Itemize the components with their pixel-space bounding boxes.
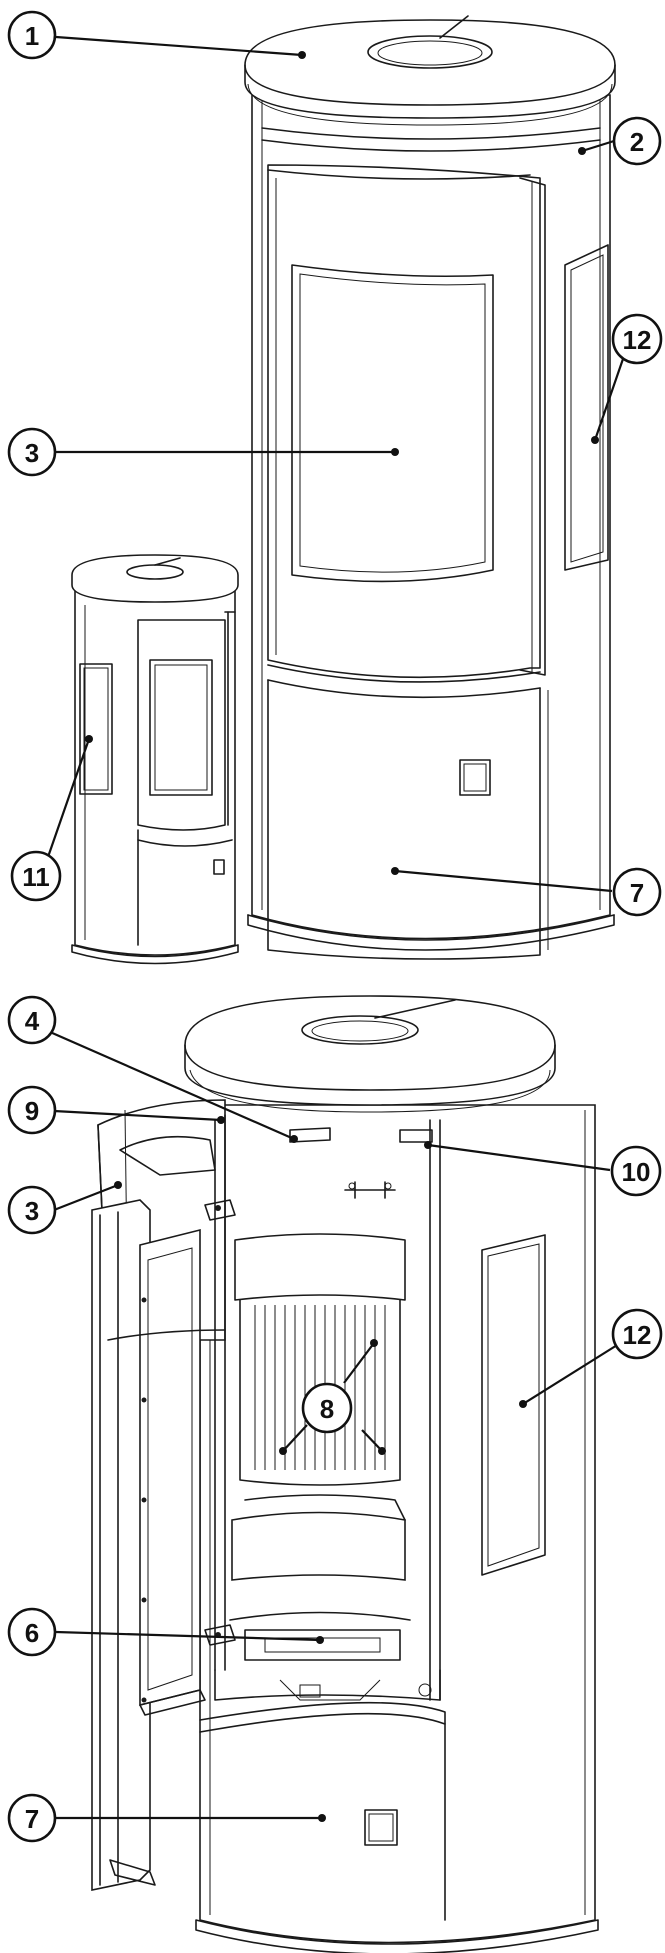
callout-7-top: 7	[612, 867, 662, 917]
stove-open-large	[91, 995, 599, 1953]
callout-9: 9	[7, 1085, 57, 1135]
callout-12-top: 12	[611, 313, 663, 365]
callouts: 1 2 12 3 11 7 4 9	[7, 10, 663, 1843]
callout-1: 1	[7, 10, 57, 60]
svg-text:8: 8	[320, 1394, 334, 1424]
svg-text:12: 12	[623, 1320, 652, 1350]
svg-text:3: 3	[25, 438, 39, 468]
callout-8: 8	[301, 1382, 353, 1434]
svg-text:10: 10	[622, 1157, 651, 1187]
svg-text:1: 1	[25, 21, 39, 51]
svg-text:9: 9	[25, 1096, 39, 1126]
stove-closed-large	[244, 15, 616, 960]
callout-11: 11	[10, 850, 62, 902]
svg-text:7: 7	[25, 1804, 39, 1834]
callout-12-bottom: 12	[611, 1308, 663, 1360]
svg-text:6: 6	[25, 1618, 39, 1648]
callout-2: 2	[612, 116, 662, 166]
svg-text:7: 7	[630, 878, 644, 908]
leader-lines	[46, 35, 626, 1822]
svg-text:4: 4	[25, 1006, 40, 1036]
svg-text:3: 3	[25, 1196, 39, 1226]
svg-text:11: 11	[22, 862, 50, 892]
svg-text:12: 12	[623, 325, 652, 355]
callout-10: 10	[610, 1145, 662, 1197]
stove-small-variant	[71, 554, 239, 965]
callout-3-bottom: 3	[7, 1185, 57, 1235]
svg-text:2: 2	[630, 127, 644, 157]
callout-3-top: 3	[7, 427, 57, 477]
callout-4: 4	[7, 995, 57, 1045]
callout-6: 6	[7, 1607, 57, 1657]
callout-7-bottom: 7	[7, 1793, 57, 1843]
